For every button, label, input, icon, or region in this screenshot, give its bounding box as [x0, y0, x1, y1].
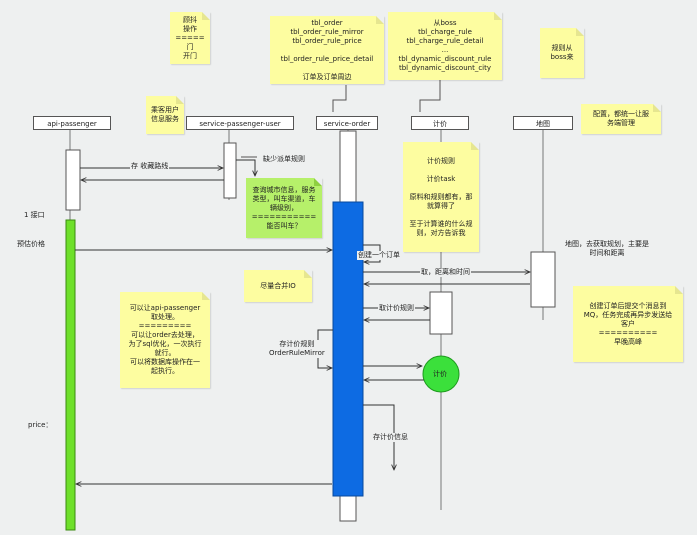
- label-price: price：: [28, 421, 53, 429]
- note-query-city: 查询城市信息，服务 类型，叫车渠道，车 辆级别， =========== 能否叫…: [246, 178, 322, 238]
- activation-api-passenger-green: [65, 219, 76, 531]
- activation-service-order-blue: [332, 201, 364, 497]
- msg-save-rule-mirror: 存计价规则 OrderRuleMirror: [268, 340, 326, 358]
- activation-user-service: [223, 142, 237, 199]
- msg-create-order: 创建一个订单: [357, 251, 401, 260]
- note-order-tables: tbl_order tbl_order_rule_mirror tbl_orde…: [270, 16, 384, 84]
- actor-price[interactable]: 计价: [411, 116, 469, 130]
- note-price-rules: 计价规则 计价task 原料和规则都有，那 就算得了 至于计算谁的什么规 则，对…: [403, 142, 479, 252]
- note-config: 配置，都统一让服 务端管理: [581, 104, 661, 134]
- actor-service-passenger-user[interactable]: service-passenger-user: [186, 116, 294, 130]
- label-estimate: 预估价格: [17, 240, 45, 248]
- msg-missing-rule: 缺少派单规则: [262, 155, 306, 164]
- activation-price-2: [429, 291, 453, 335]
- label-interface: 1 接口: [24, 211, 45, 219]
- msg-get-price-rule: 取计价规则: [378, 304, 415, 313]
- note-price-tables: 从boss tbl_charge_rule tbl_charge_rule_de…: [388, 12, 502, 80]
- actor-map[interactable]: 地图: [513, 116, 573, 130]
- actor-api-passenger[interactable]: api-passenger: [33, 116, 111, 130]
- label-price-circle: 计价: [433, 370, 447, 378]
- note-top-left: 顾抖 操作 ===== 门 开门: [170, 12, 210, 64]
- actor-service-order[interactable]: service-order: [316, 116, 378, 130]
- msg-save-price-info: 存计价信息: [372, 433, 409, 442]
- price-circle: [422, 355, 460, 393]
- note-connectors: [241, 80, 441, 158]
- note-merge-io: 尽量合并IO: [244, 270, 312, 302]
- label-map-note: 地图，去获取规划，主要是 时间和距离: [565, 240, 649, 257]
- activation-map: [530, 251, 556, 308]
- msg-save-route: 存 收藏路线: [130, 162, 170, 171]
- note-mq: 创建订单后提交个消息到 MQ，任务完成再异步发送给 客户 ========== …: [573, 286, 683, 362]
- note-customer-info: 乘客用户 信息服务: [146, 96, 184, 134]
- msg-get-distance: 取，距离和时间: [420, 268, 471, 277]
- activation-api-passenger-top: [65, 149, 81, 211]
- note-passenger: 可以让api-passenger 取处理。 ========= 可以让order…: [120, 292, 210, 388]
- note-rule-from-boss: 规则从 boss来: [540, 28, 584, 78]
